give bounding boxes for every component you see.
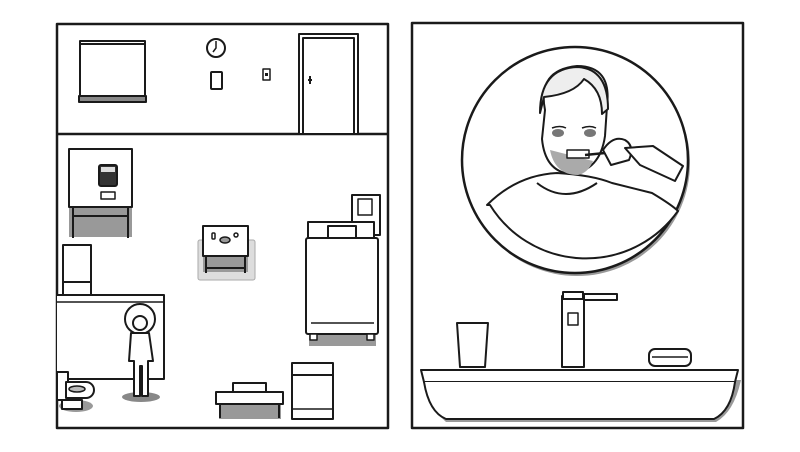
desk-with-computer[interactable] [68,148,133,238]
window[interactable] [78,40,147,103]
player-character[interactable] [122,303,160,402]
wall-note[interactable] [210,71,223,90]
man-reflection [486,65,684,260]
tv-stand[interactable] [215,382,284,419]
fridge[interactable] [62,244,92,296]
front-door[interactable] [298,33,359,135]
light-switch[interactable] [262,68,271,81]
toothbrush-cup[interactable] [456,322,489,368]
toilet[interactable] [56,371,95,412]
faucet[interactable] [561,291,618,368]
wall-clock[interactable] [206,38,226,58]
soap-bar[interactable] [648,348,692,367]
sink[interactable] [420,369,741,422]
apartment-panel[interactable] [55,22,390,430]
cabinet[interactable] [291,362,334,420]
coffee-table[interactable] [197,225,256,281]
bed[interactable] [305,221,379,346]
mirror[interactable] [460,45,690,276]
bathroom-panel[interactable] [410,21,745,430]
